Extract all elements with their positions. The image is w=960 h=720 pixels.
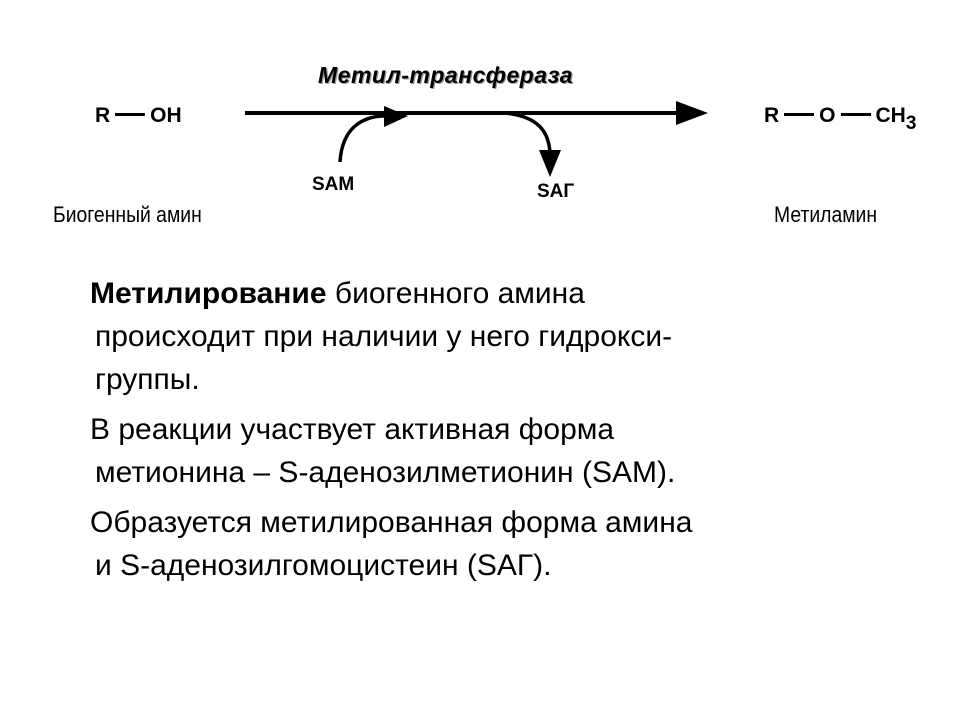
paragraph-line: Образуется метилированная форма амина [90, 506, 693, 539]
sag-arrow-head [539, 150, 561, 177]
paragraph-line: метионина – S-аденозилметионин (SAM). [95, 456, 676, 489]
substrate-name: Биогенный амин [53, 202, 202, 227]
bond-line [115, 112, 146, 116]
paragraph-sag: Образуется метилированная форма амина и … [0, 501, 960, 587]
main-arrow-head [676, 101, 708, 125]
product-formula: R O CH3 [764, 104, 916, 134]
explanation-text: Метилирование биогенного амина происходи… [0, 272, 960, 594]
paragraph-sam: В реакции участвует активная форма метио… [0, 408, 960, 494]
line-text: биогенного амина [326, 277, 585, 310]
paragraph-methylation: Метилирование биогенного амина происходи… [0, 272, 960, 401]
product-ch: CH [875, 104, 906, 127]
product-r: R [764, 104, 780, 127]
sag-out-curved-arrow [504, 111, 552, 157]
product-name: Метиламин [774, 202, 878, 227]
sam-arrow-head [384, 106, 408, 127]
sam-label: SAM [312, 174, 355, 195]
substrate-oh: OH [150, 104, 182, 127]
paragraph-line: происходит при наличии у него гидрокси- [95, 320, 673, 353]
sam-in-curved-arrow [338, 114, 393, 163]
product-o: O [819, 104, 836, 127]
paragraph-line: и S-аденозилгомоцистеин (SAГ). [95, 549, 552, 582]
paragraph-line: Метилирование биогенного амина [0, 272, 960, 315]
bond-line [840, 112, 871, 116]
substrate-formula: R OH [95, 104, 182, 128]
substrate-r: R [95, 104, 111, 127]
paragraph-line: В реакции участвует активная форма [90, 413, 615, 446]
paragraph-line: группы. [95, 363, 200, 396]
reaction-arrows [245, 101, 708, 177]
product-subscript: 3 [905, 113, 917, 134]
enzyme-label: Метил-трансфераза [318, 62, 574, 88]
bond-line [784, 112, 815, 116]
bold-term: Метилирование [90, 277, 327, 310]
sag-label: SAГ [537, 181, 575, 202]
